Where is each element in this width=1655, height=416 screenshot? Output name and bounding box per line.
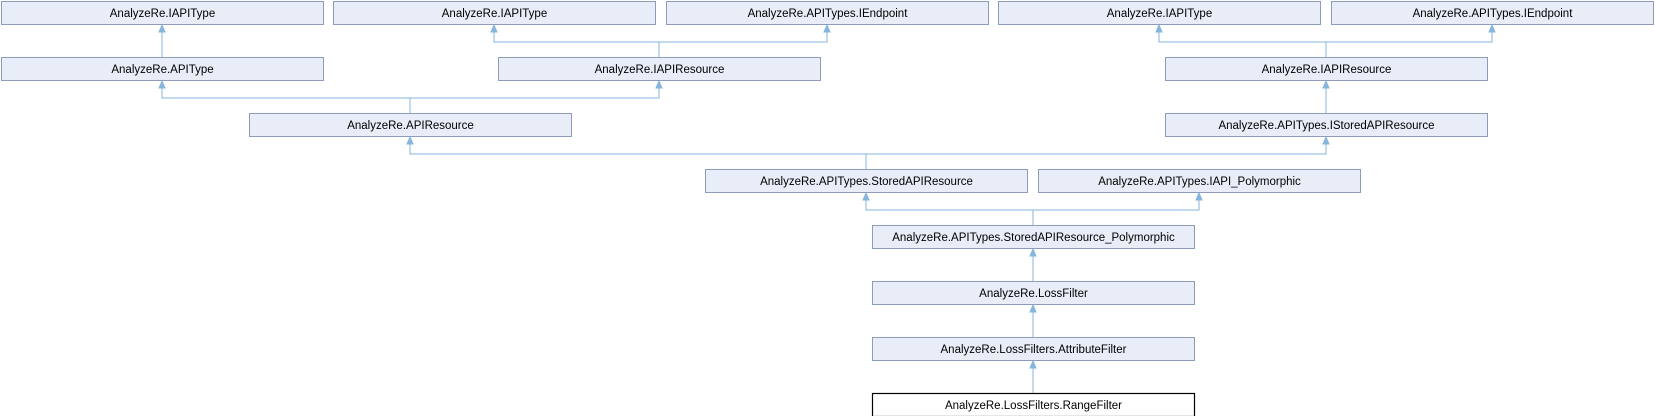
class-label: AnalyzeRe.IAPIType — [1107, 8, 1212, 20]
class-label: AnalyzeRe.APITypes.StoredAPIResource_Pol… — [892, 232, 1175, 244]
class-box[interactable] — [333, 1, 656, 25]
class-label: AnalyzeRe.APIResource — [347, 120, 474, 132]
inheritance-edge — [409, 143, 866, 155]
arrowhead-icon — [1322, 135, 1330, 145]
class-label: AnalyzeRe.APITypes.IEndpoint — [748, 8, 909, 20]
arrowhead-icon — [1195, 191, 1203, 201]
arrowhead-icon — [1029, 247, 1037, 257]
class-box[interactable] — [1165, 57, 1488, 81]
class-node[interactable]: AnalyzeRe.APITypes.IEndpoint — [666, 1, 989, 25]
inheritance-edge — [410, 87, 660, 99]
class-box[interactable] — [998, 1, 1321, 25]
class-label: AnalyzeRe.IAPIResource — [595, 64, 725, 76]
class-node[interactable]: AnalyzeRe.APIResource — [249, 113, 572, 137]
class-node[interactable]: AnalyzeRe.APITypes.IStoredAPIResource — [1165, 113, 1488, 137]
arrowhead-icon — [1029, 359, 1037, 369]
class-node[interactable]: AnalyzeRe.IAPIResource — [1165, 57, 1488, 81]
inheritance-edge — [1033, 199, 1200, 211]
current-class-box[interactable] — [871, 392, 1196, 416]
class-box[interactable] — [872, 225, 1195, 249]
class-node[interactable]: AnalyzeRe.IAPIResource — [498, 57, 821, 81]
inheritance-edge — [659, 31, 828, 43]
class-node[interactable]: AnalyzeRe.LossFilter — [872, 281, 1195, 305]
inheritance-edge — [493, 31, 659, 43]
arrowhead-icon — [862, 191, 870, 201]
class-label: AnalyzeRe.APITypes.StoredAPIResource — [760, 176, 973, 188]
class-label: AnalyzeRe.IAPIResource — [1262, 64, 1392, 76]
inheritance-edge — [865, 199, 1033, 211]
class-label: AnalyzeRe.LossFilters.RangeFilter — [945, 400, 1122, 412]
class-node[interactable]: AnalyzeRe.APIType — [1, 57, 324, 81]
class-box[interactable] — [1331, 1, 1654, 25]
class-box[interactable] — [1, 1, 324, 25]
class-label: AnalyzeRe.APITypes.IStoredAPIResource — [1218, 120, 1434, 132]
class-label: AnalyzeRe.APITypes.IAPI_Polymorphic — [1098, 176, 1301, 188]
arrowhead-icon — [490, 23, 498, 33]
class-box[interactable] — [249, 113, 572, 137]
class-node[interactable]: AnalyzeRe.IAPIType — [998, 1, 1321, 25]
class-node[interactable]: AnalyzeRe.IAPIType — [1, 1, 324, 25]
class-node[interactable]: AnalyzeRe.APITypes.IAPI_Polymorphic — [1038, 169, 1361, 193]
class-label: AnalyzeRe.IAPIType — [110, 8, 215, 20]
arrowhead-icon — [655, 79, 663, 89]
class-node[interactable]: AnalyzeRe.APITypes.StoredAPIResource_Pol… — [872, 225, 1195, 249]
class-node[interactable]: AnalyzeRe.LossFilters.AttributeFilter — [872, 337, 1195, 361]
inheritance-edge — [1158, 31, 1326, 43]
arrowhead-icon — [158, 79, 166, 89]
arrowhead-icon — [1155, 23, 1163, 33]
class-node[interactable]: AnalyzeRe.APITypes.IEndpoint — [1331, 1, 1654, 25]
class-box[interactable] — [872, 281, 1195, 305]
arrowhead-icon — [158, 23, 166, 33]
arrowhead-icon — [1322, 79, 1330, 89]
arrowhead-icon — [1488, 23, 1496, 33]
class-label: AnalyzeRe.APIType — [111, 64, 213, 76]
class-box[interactable] — [666, 1, 989, 25]
class-box[interactable] — [872, 337, 1195, 361]
class-node[interactable]: AnalyzeRe.IAPIType — [333, 1, 656, 25]
class-box[interactable] — [1165, 113, 1488, 137]
class-label: AnalyzeRe.LossFilter — [979, 288, 1088, 300]
class-box[interactable] — [1038, 169, 1361, 193]
inheritance-edge — [1326, 31, 1493, 43]
class-box[interactable] — [1, 57, 324, 81]
inheritance-edge — [161, 87, 410, 99]
arrowhead-icon — [1029, 303, 1037, 313]
class-box[interactable] — [705, 169, 1028, 193]
class-label: AnalyzeRe.LossFilters.AttributeFilter — [941, 344, 1127, 356]
class-box[interactable] — [498, 57, 821, 81]
class-label: AnalyzeRe.APITypes.IEndpoint — [1413, 8, 1574, 20]
inheritance-edge — [866, 143, 1327, 155]
arrowhead-icon — [823, 23, 831, 33]
edge-layer — [158, 23, 1496, 393]
arrowhead-icon — [406, 135, 414, 145]
class-label: AnalyzeRe.IAPIType — [442, 8, 547, 20]
class-node[interactable]: AnalyzeRe.APITypes.StoredAPIResource — [705, 169, 1028, 193]
class-node[interactable]: AnalyzeRe.LossFilters.RangeFilter — [871, 392, 1196, 416]
